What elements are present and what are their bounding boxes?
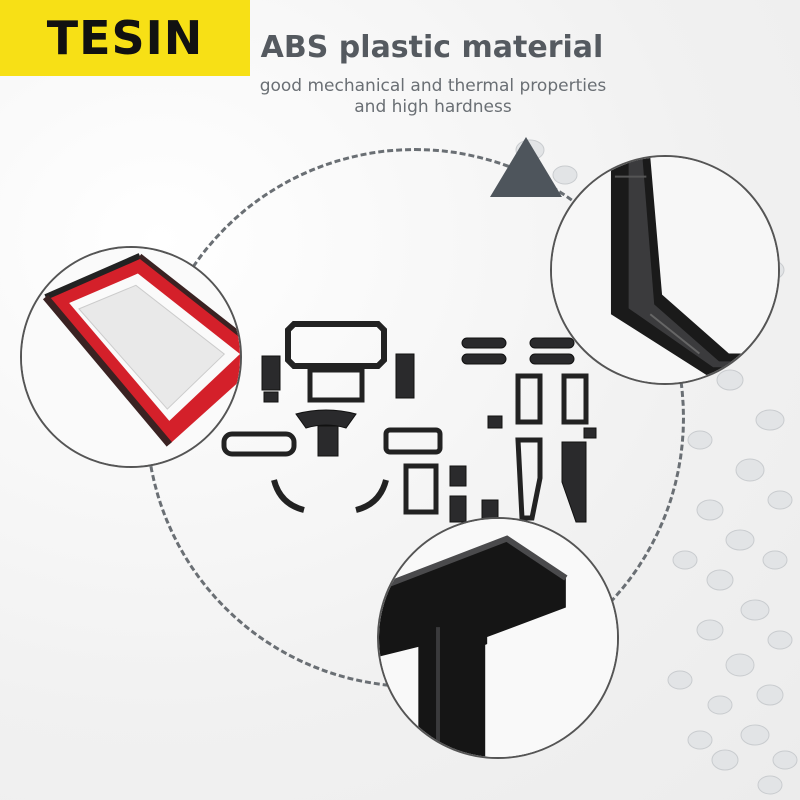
- pointer-triangle: [490, 137, 562, 197]
- headline: ABS plastic material: [260, 30, 604, 65]
- zoom-adhesive-backing: [20, 246, 242, 468]
- interior-trim-parts-set: [221, 321, 597, 523]
- brand-name: TESIN: [46, 11, 204, 65]
- brand-logo: TESIN: [0, 0, 250, 76]
- subtitle-line-1: good mechanical and thermal properties: [259, 76, 607, 96]
- subtitle-line-2: and high hardness: [354, 97, 512, 117]
- zoom-carbon-frame-bottom: [377, 517, 619, 759]
- zoom-carbon-corner-top: [550, 155, 780, 385]
